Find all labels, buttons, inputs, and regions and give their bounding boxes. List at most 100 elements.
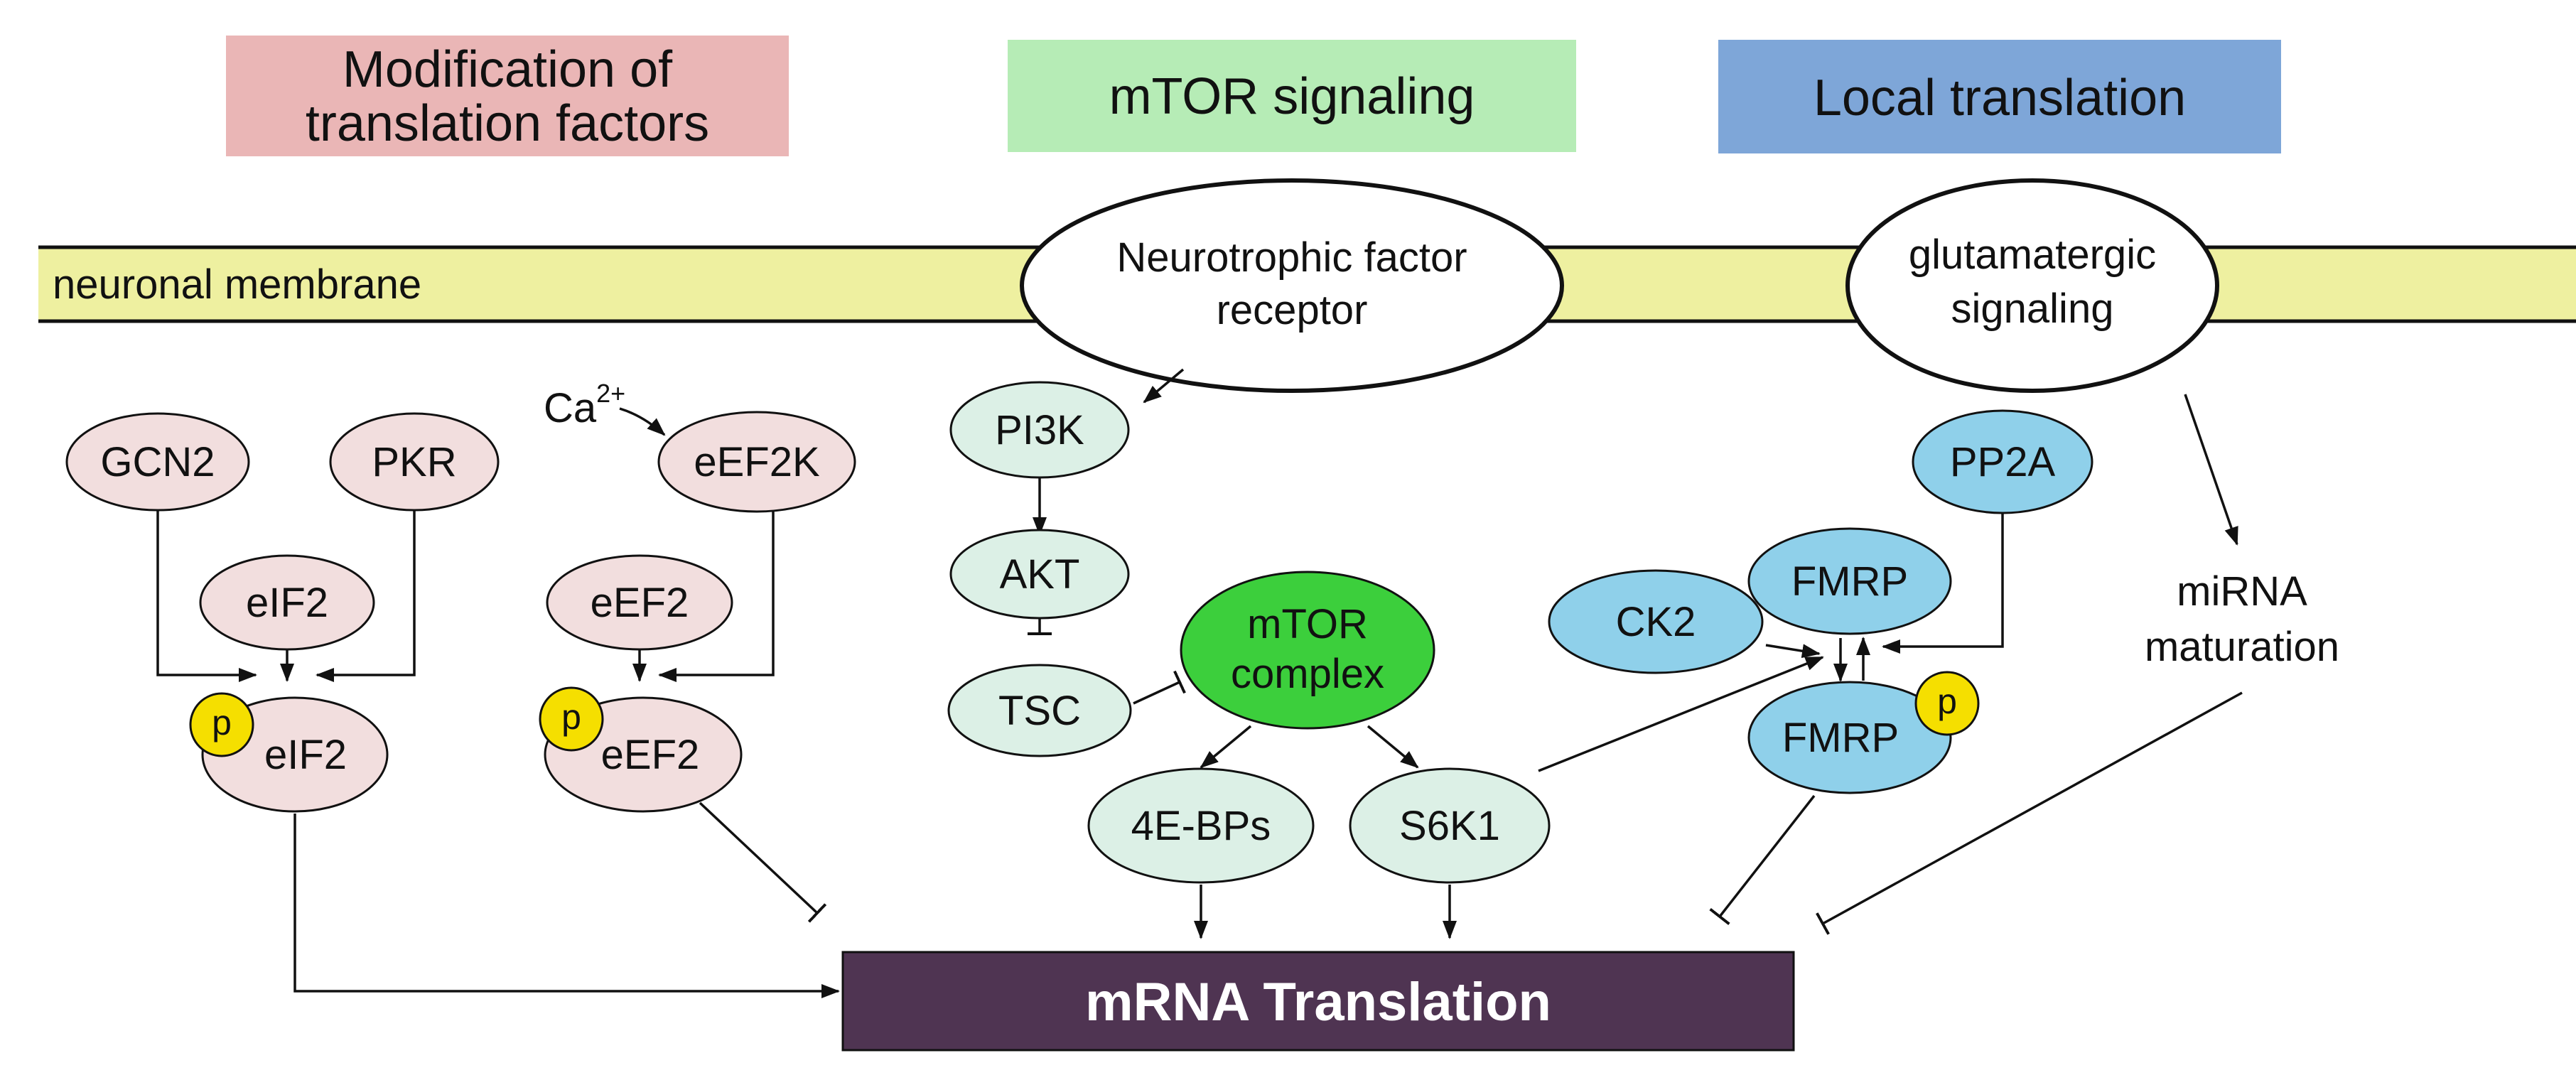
node-4ebps: 4E-BPs <box>1087 767 1315 884</box>
edge-pp2a-fmrp <box>1882 510 2004 654</box>
edge-gcn2-eif2p <box>156 508 257 682</box>
node-pp2a: PP2A <box>1912 409 2093 514</box>
node-4ebps-shape <box>1087 767 1315 884</box>
node-eif2-label: eIF2 <box>246 580 328 626</box>
node-eif2-phospho-label: eIF2 <box>264 732 347 778</box>
node-eef2-phospho-label: eEF2 <box>601 732 700 778</box>
calcium-base: Ca2+ <box>544 379 625 431</box>
node-fmrp-phospho: FMRP p <box>1747 671 1980 794</box>
edge-pkr-eif2p <box>316 508 416 682</box>
node-akt-shape <box>949 529 1130 620</box>
node-eif2: eIF2 <box>199 554 375 651</box>
node-pp2a-label: PP2A <box>1950 439 2056 485</box>
node-eef2-label: eEF2 <box>591 580 689 626</box>
header-mtor-box <box>1008 40 1576 152</box>
node-fmrp-phospho-label: FMRP <box>1782 715 1899 761</box>
node-eef2: eEF2 <box>546 554 733 651</box>
node-tsc-shape <box>947 664 1132 757</box>
edge-ca-eef2k <box>619 407 666 436</box>
node-s6k1: S6K1 <box>1349 767 1551 884</box>
node-pkr: PKR <box>329 412 500 512</box>
edge-mtor-s6k1 <box>1367 725 1419 769</box>
edge-glutamatergic-mirna <box>2184 394 2238 546</box>
node-fmrp: FMRP <box>1747 527 1952 635</box>
header-local-label: Local translation <box>1814 70 2186 126</box>
node-4ebps-label: 4E-BPs <box>1131 803 1271 849</box>
node-gcn2: GCN2 <box>65 412 250 512</box>
node-pp2a-shape <box>1912 409 2093 514</box>
node-eif2-phospho: eIF2 p <box>189 692 389 813</box>
node-eif2-shape <box>199 554 375 651</box>
neurotrophic-receptor-line1: Neurotrophic factor <box>1116 234 1467 281</box>
phospho-marker-eef2 <box>539 686 604 752</box>
edge-eef2p-translation-inhibit <box>699 801 827 923</box>
header-local-box <box>1718 40 2281 153</box>
node-pi3k-label: PI3K <box>995 407 1084 453</box>
node-mtor-complex-shape <box>1180 571 1435 730</box>
node-pkr-shape <box>329 412 500 512</box>
edge-tsc-mtor-inhibit <box>1133 670 1186 705</box>
glutamatergic-signaling-line2: signaling <box>1951 286 2114 332</box>
mrna-translation-label: mRNA Translation <box>1085 972 1551 1032</box>
edge-eef2k-eef2p <box>658 508 775 682</box>
node-pi3k: PI3K <box>949 381 1130 479</box>
node-ck2: CK2 <box>1548 569 1764 674</box>
node-s6k1-label: S6K1 <box>1399 803 1500 849</box>
mirna-maturation: miRNA maturation <box>2145 568 2339 670</box>
edge-mirna-translation-inhibit <box>1816 691 2243 935</box>
node-tsc: TSC <box>947 664 1132 757</box>
node-pi3k-shape <box>949 381 1130 479</box>
node-akt: AKT <box>949 529 1130 620</box>
mirna-maturation-line2: maturation <box>2145 624 2339 670</box>
header-mtor: mTOR signaling <box>1008 40 1576 152</box>
edge-receptor-pi3k <box>1143 368 1185 404</box>
glutamatergic-signaling: glutamatergic signaling <box>1845 178 2219 393</box>
edge-fmrpp-translation-inhibit <box>1709 794 1816 926</box>
node-mtor-complex-line2: complex <box>1231 651 1384 697</box>
node-fmrp-shape <box>1747 527 1952 635</box>
header-modification-line1: Modification of <box>343 41 673 98</box>
node-eef2-phospho: eEF2 p <box>539 686 743 813</box>
phospho-marker-eif2 <box>189 692 254 757</box>
node-s6k1-shape <box>1349 767 1551 884</box>
edge-ck2-fmrp <box>1765 644 1821 659</box>
mrna-translation-box <box>841 951 1795 1052</box>
calcium-superscript: 2+ <box>596 379 625 408</box>
phospho-marker-fmrp-label: p <box>1937 681 1957 721</box>
membrane-label: neuronal membrane <box>53 261 421 308</box>
node-ck2-label: CK2 <box>1616 599 1696 645</box>
node-akt-label: AKT <box>1000 551 1080 598</box>
node-pkr-label: PKR <box>372 439 456 485</box>
node-mtor-complex-line1: mTOR <box>1247 601 1368 647</box>
edge-mtor-4ebps <box>1200 725 1252 769</box>
neurotrophic-receptor-shape <box>1020 178 1564 393</box>
edge-eif2p-translation <box>293 814 840 998</box>
phospho-marker-eef2-label: p <box>561 697 581 737</box>
node-eef2k-label: eEF2K <box>694 439 820 485</box>
node-eef2-shape <box>546 554 733 651</box>
glutamatergic-signaling-shape <box>1845 178 2219 393</box>
header-modification-box <box>226 36 789 156</box>
neurotrophic-receptor-line2: receptor <box>1217 287 1368 333</box>
node-gcn2-label: GCN2 <box>100 439 215 485</box>
glutamatergic-signaling-line1: glutamatergic <box>1909 232 2156 278</box>
header-modification-line2: translation factors <box>306 95 709 152</box>
calcium-label: Ca2+ <box>544 379 625 431</box>
node-ck2-shape <box>1548 569 1764 674</box>
node-eef2k-shape <box>657 411 856 513</box>
node-mtor-complex: mTOR complex <box>1180 571 1435 730</box>
phospho-marker-fmrp <box>1914 671 1980 736</box>
node-eef2k: eEF2K <box>657 411 856 513</box>
node-tsc-label: TSC <box>998 688 1081 734</box>
node-gcn2-shape <box>65 412 250 512</box>
edge-s6k1-fmrp <box>1538 656 1824 772</box>
header-local: Local translation <box>1718 40 2281 153</box>
neurotrophic-receptor: Neurotrophic factor receptor <box>1020 178 1564 393</box>
mrna-translation: mRNA Translation <box>841 951 1795 1052</box>
phospho-marker-eif2-label: p <box>212 703 232 742</box>
node-fmrp-phospho-shape <box>1747 681 1952 794</box>
edges <box>156 368 2243 998</box>
header-modification: Modification of translation factors <box>226 36 789 156</box>
node-fmrp-label: FMRP <box>1791 558 1908 605</box>
